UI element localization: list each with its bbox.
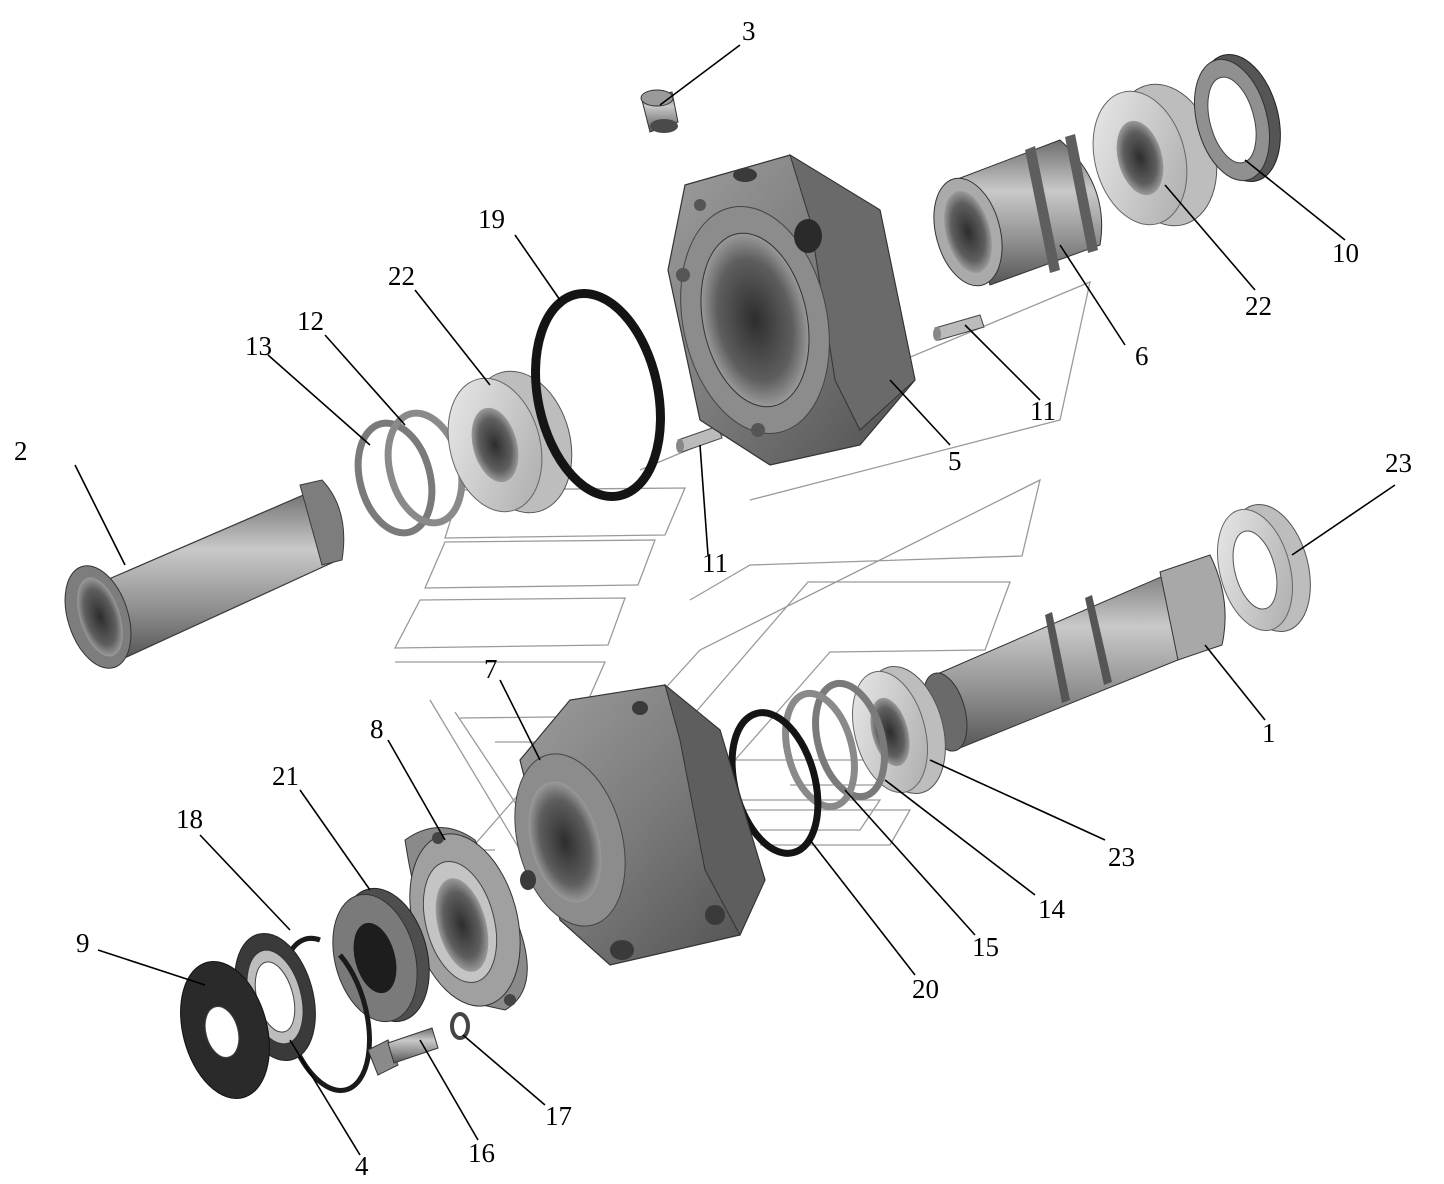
part-21-seal-ring xyxy=(332,887,430,1023)
part-22-bearing-left xyxy=(447,370,573,514)
callout-7: 7 xyxy=(484,654,498,684)
callout-labels: 3 2 13 12 22 19 10 22 6 11 5 11 23 1 23 … xyxy=(14,16,1412,1181)
part-19-o-ring xyxy=(531,288,665,502)
callout-4: 4 xyxy=(355,1151,369,1181)
part-8-flange-cover xyxy=(404,827,528,1011)
callout-3: 3 xyxy=(742,16,756,46)
callout-21: 21 xyxy=(272,761,299,791)
part-10-nut xyxy=(1194,53,1281,183)
callout-19: 19 xyxy=(478,204,505,234)
part-6-grooved-sleeve xyxy=(933,134,1103,287)
part-16-bolt xyxy=(367,1027,439,1076)
callout-6: 6 xyxy=(1135,341,1149,371)
part-17-lock-washer xyxy=(450,1012,470,1040)
part-15-gasket xyxy=(782,689,858,811)
part-11-pin-lower xyxy=(676,425,723,453)
part-3-plug xyxy=(640,89,679,133)
callout-14: 14 xyxy=(1038,894,1066,924)
callout-22-right: 22 xyxy=(1245,291,1272,321)
callout-12: 12 xyxy=(297,306,324,336)
part-5-housing xyxy=(667,153,916,466)
callout-11-lower: 11 xyxy=(702,548,728,578)
callout-8: 8 xyxy=(370,714,384,744)
callout-20: 20 xyxy=(912,974,939,1004)
callout-11-upper: 11 xyxy=(1030,396,1056,426)
callout-5: 5 xyxy=(948,446,962,476)
part-1-shaft xyxy=(922,554,1226,752)
callout-10: 10 xyxy=(1332,238,1359,268)
part-13-gasket xyxy=(354,419,436,537)
callout-1: 1 xyxy=(1262,718,1276,748)
part-14-gasket xyxy=(812,679,888,801)
callout-2: 2 xyxy=(14,436,28,466)
callout-15: 15 xyxy=(972,932,999,962)
callout-23-lower: 23 xyxy=(1108,842,1135,872)
callout-18: 18 xyxy=(176,804,203,834)
callout-9: 9 xyxy=(76,928,90,958)
callout-13: 13 xyxy=(245,331,272,361)
part-9-washer xyxy=(180,961,270,1099)
callout-23-right: 23 xyxy=(1385,448,1412,478)
callout-16: 16 xyxy=(468,1138,495,1168)
callout-22-left: 22 xyxy=(388,261,415,291)
part-23-bearing-right xyxy=(1217,503,1311,633)
callout-17: 17 xyxy=(545,1101,572,1131)
part-2-sleeve-tube xyxy=(64,479,345,669)
leader-lines xyxy=(74,44,1396,1156)
part-7-housing-lower xyxy=(514,683,766,966)
part-11-pin-upper xyxy=(933,314,985,341)
